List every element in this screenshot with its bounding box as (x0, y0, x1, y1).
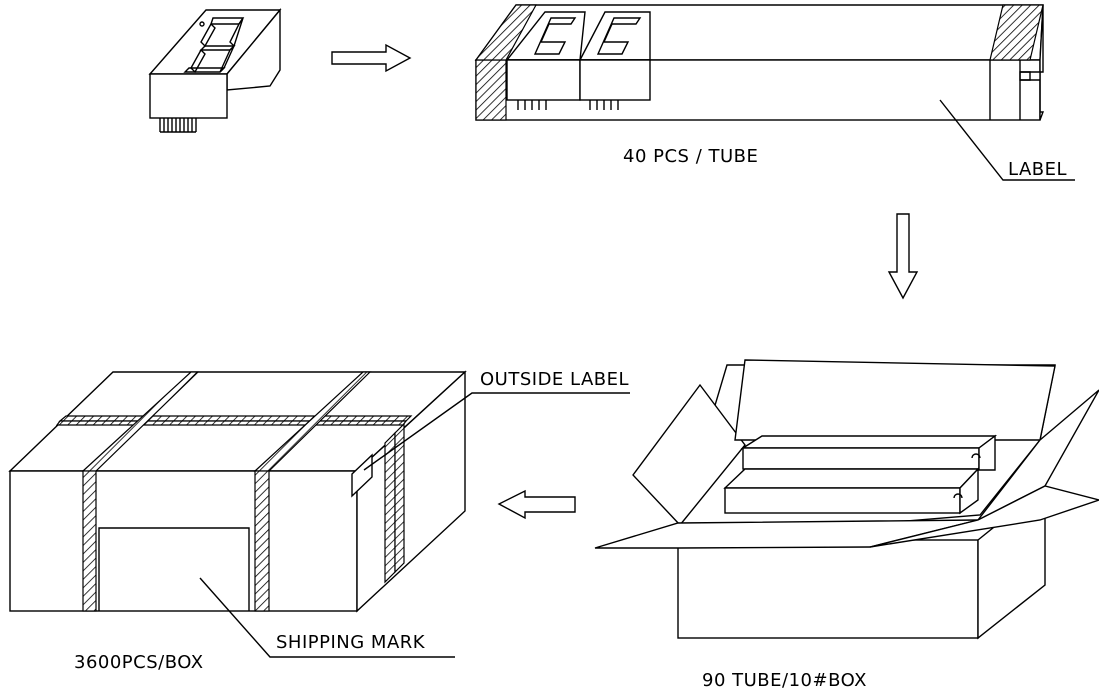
shipping-mark-panel (98, 527, 250, 611)
right-arrow-icon (331, 43, 412, 73)
outside-label-panel (351, 453, 373, 498)
shipping-mark-leader (199, 577, 455, 658)
shipping-mark-text: SHIPPING MARK (276, 632, 426, 653)
single-display-component (148, 8, 282, 133)
left-arrow-icon (497, 489, 576, 520)
display-pins (159, 118, 197, 133)
tubes-per-box-text: 90 TUBE/10#BOX (702, 670, 867, 691)
open-box (594, 359, 1099, 640)
label-leader-line (939, 99, 1075, 181)
label-text: LABEL (1008, 159, 1067, 180)
shipping-box (8, 370, 467, 613)
tube-package (474, 4, 1075, 181)
per-box-text: 3600PCS/BOX (74, 652, 204, 673)
outside-label-leader (363, 392, 630, 471)
boxed-tubes (723, 434, 998, 515)
tube-display-1 (505, 11, 586, 110)
seven-segment-digit (183, 17, 245, 74)
per-tube-text: 40 PCS / TUBE (623, 146, 758, 167)
tube-display-2 (578, 11, 651, 110)
outside-label-text: OUTSIDE LABEL (480, 369, 629, 390)
down-arrow-icon (887, 213, 919, 300)
